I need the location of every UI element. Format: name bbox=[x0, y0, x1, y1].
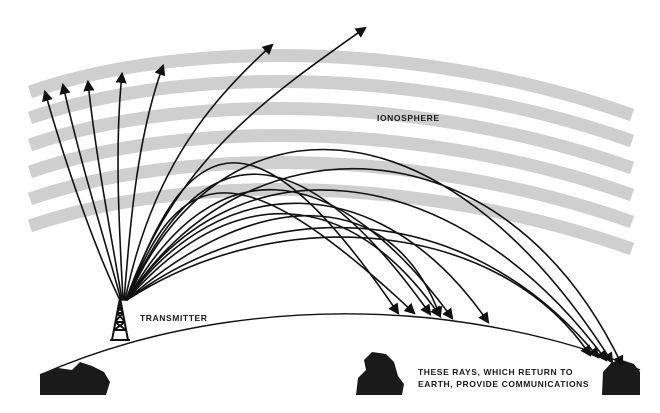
returning-ray bbox=[126, 188, 454, 320]
transmitter-tower bbox=[110, 297, 130, 341]
earth-surface-curve bbox=[39, 313, 641, 376]
returning-ray bbox=[126, 189, 608, 362]
returning-ray bbox=[126, 167, 624, 368]
returning-rays bbox=[126, 148, 624, 368]
escaping-ray bbox=[42, 89, 121, 301]
escaping-ray bbox=[124, 43, 274, 301]
escaping-rays bbox=[42, 26, 367, 301]
ionosphere-band-2 bbox=[27, 75, 635, 148]
escaping-ray bbox=[59, 82, 122, 301]
escaping-ray bbox=[123, 63, 166, 301]
returning-ray bbox=[126, 148, 614, 364]
escaping-ray bbox=[115, 71, 127, 301]
terrain-center bbox=[356, 352, 404, 395]
transmitter-label: TRANSMITTER bbox=[140, 313, 208, 323]
returning-ray bbox=[126, 192, 416, 315]
ionosphere-band-1 bbox=[27, 49, 635, 122]
returning-ray bbox=[126, 236, 592, 357]
returning-ray bbox=[126, 214, 443, 319]
returning-ray bbox=[126, 212, 442, 318]
terrain-left bbox=[40, 362, 110, 395]
terrain-right bbox=[602, 360, 640, 395]
ionosphere-label: IONOSPHERE bbox=[377, 113, 440, 123]
caption-line-1: THESE RAYS, WHICH RETURN TO bbox=[418, 367, 573, 377]
escaping-ray bbox=[83, 79, 123, 301]
returning-ray bbox=[126, 226, 600, 359]
ionosphere-band-5 bbox=[27, 156, 635, 229]
returning-ray bbox=[126, 162, 400, 315]
ionosphere-band-3 bbox=[27, 102, 635, 175]
caption-line-2: EARTH, PROVIDE COMMUNICATIONS bbox=[418, 379, 589, 389]
returning-ray bbox=[126, 202, 490, 324]
terrain bbox=[40, 352, 640, 395]
